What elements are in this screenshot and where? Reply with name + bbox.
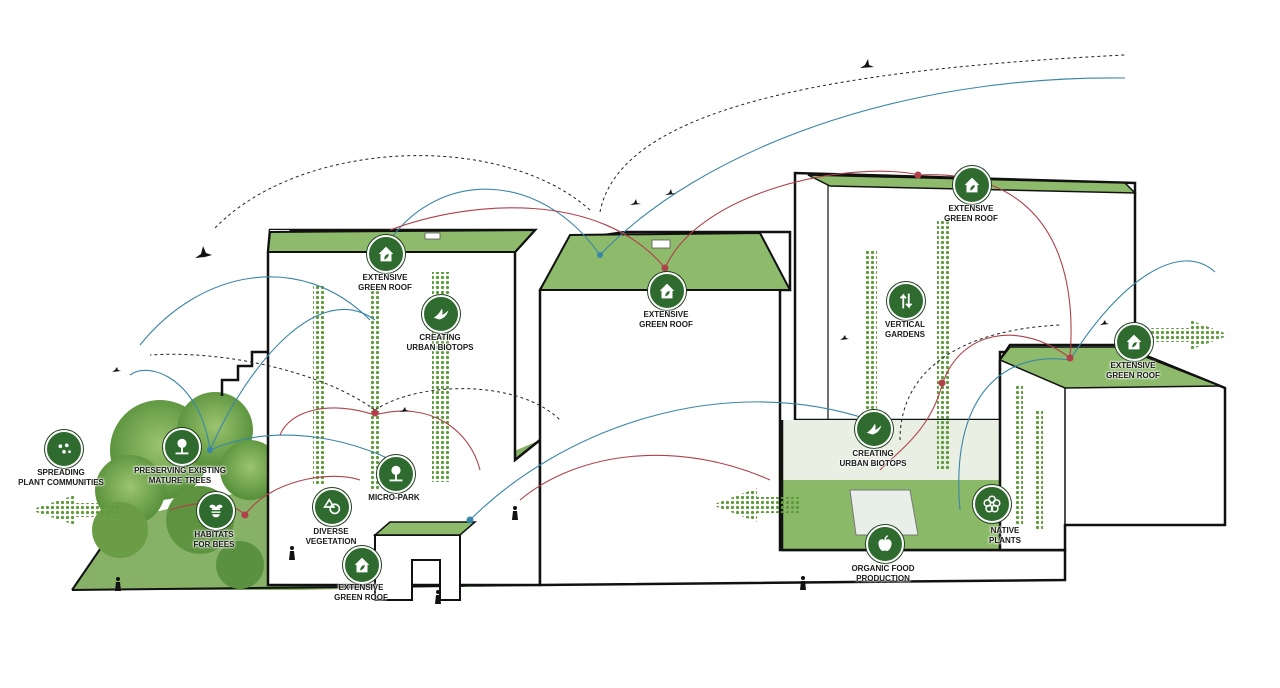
dots-icon [45,430,83,468]
shapes-icon [313,488,351,526]
roof-far-right [998,346,1221,389]
flower-icon [973,485,1011,523]
birds [112,59,1109,412]
junction-dots [207,171,1074,524]
bee-icon [197,492,235,530]
bird-icon [422,295,460,333]
vertical-arrows-icon [887,282,925,320]
bird-icon [855,410,893,448]
label-micro-park: MICRO-PARK [368,493,420,502]
house-leaf-icon [1115,323,1153,361]
building-far-right [998,343,1227,552]
house-leaf-icon [343,546,381,584]
people [115,506,806,604]
flight-arcs-red [169,170,1072,516]
spreading-arrows [30,320,1230,525]
flight-arcs-black [149,54,1126,441]
house-leaf-icon [367,235,405,273]
vertical-garden-strips [313,220,1043,530]
roof-left [266,228,538,253]
apple-icon [866,525,904,563]
tree-bench-icon [377,455,415,493]
house-leaf-icon [648,272,686,310]
house-leaf-icon [953,166,991,204]
roof-middle [538,231,792,291]
tree-bench-icon [163,428,201,466]
